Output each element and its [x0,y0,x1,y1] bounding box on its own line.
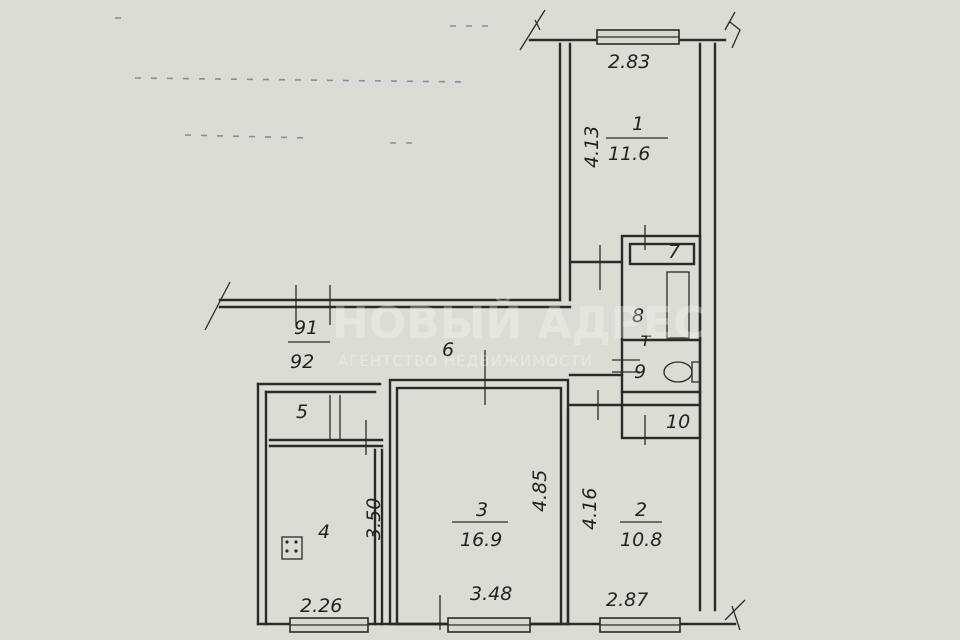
stair-label-bottom: 92 [290,351,314,373]
room-3-side-dim: 4.85 [529,470,551,512]
watermark: НОВЫЙ АДРЕС АГЕНТСТВО НЕДВИЖИМОСТИ [332,296,705,370]
watermark-main: НОВЫЙ АДРЕС [332,296,705,349]
labels: 2.83 1 11.6 4.13 7 8 т 9 10 91 92 6 5 4 … [290,51,690,617]
room-1-top-dim: 2.83 [608,51,650,73]
fraction-bars [288,137,668,523]
room-10-number: 10 [666,411,690,433]
room-2-number: 2 [635,499,647,521]
watermark-sub: АГЕНТСТВО НЕДВИЖИМОСТИ [338,352,593,370]
room-1-area: 11.6 [608,143,650,165]
break-marks [519,9,746,631]
windows [289,29,681,633]
paper-specks [115,17,490,144]
room-1-side-dim: 4.13 [581,126,603,168]
room-2-area: 10.8 [620,529,662,551]
room-7-number: 7 [668,241,680,263]
room-2-bottom-dim: 2.87 [606,589,648,611]
room-3-bottom-dim: 3.48 [470,583,512,605]
room-2-side-dim: 4.16 [579,488,601,530]
entry-mark: т [640,329,652,351]
room-8-number: 8 [632,305,644,327]
room-5-number: 5 [296,401,308,423]
room-4-bottom-dim: 2.26 [300,595,342,617]
door-marks [295,225,646,630]
room-3-area: 16.9 [460,529,502,551]
room-3-number: 3 [476,499,488,521]
room-4-side-dim: 3.50 [363,498,385,540]
room-6-number: 6 [442,339,454,361]
room-9-number: 9 [634,361,646,383]
room-4-number: 4 [318,521,330,543]
room-1-number: 1 [632,113,644,135]
stair-label-top: 91 [294,317,318,339]
